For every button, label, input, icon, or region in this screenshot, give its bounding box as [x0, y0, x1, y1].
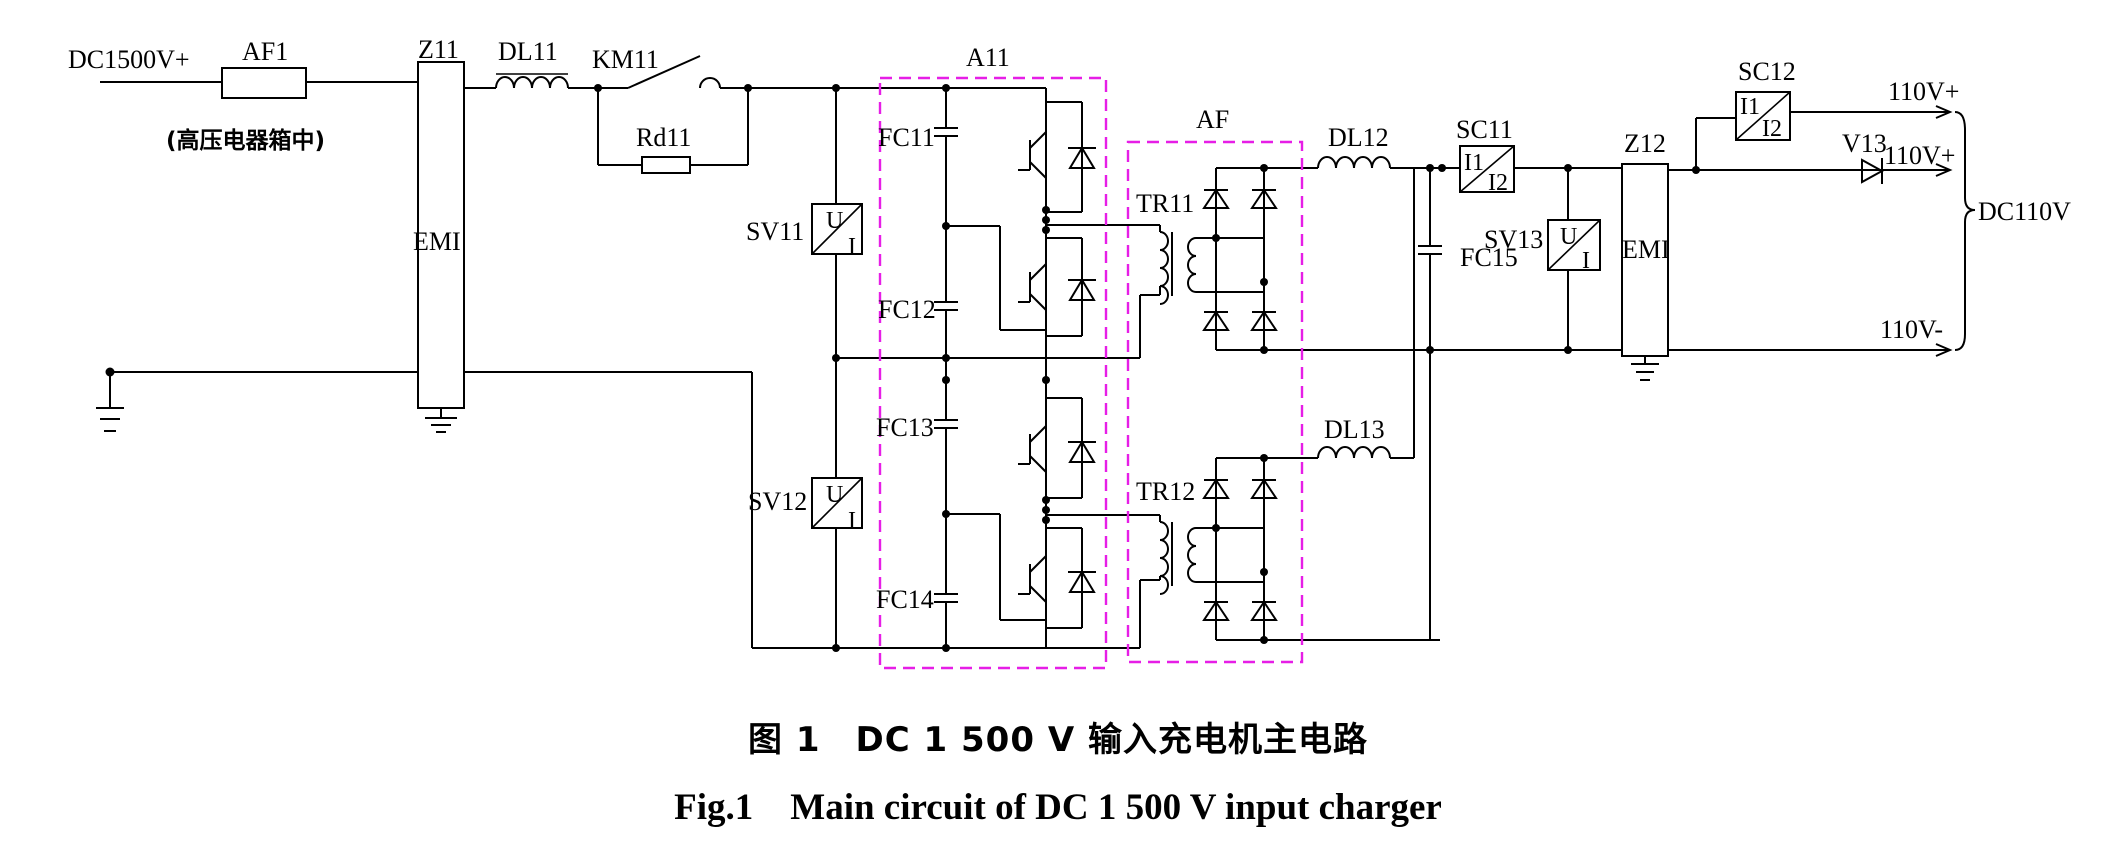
ground-icon	[96, 407, 124, 432]
label-dl12: DL12	[1328, 123, 1389, 152]
contactor-km11	[627, 55, 701, 89]
transformer-tr12	[1140, 515, 1216, 595]
label-i: I	[1582, 248, 1590, 274]
label-i1: I1	[1464, 150, 1484, 176]
figure-caption-en: Fig.1 Main circuit of DC 1 500 V input c…	[674, 787, 1442, 828]
label-fc13: FC13	[876, 413, 934, 442]
rectifier-bridge-2	[1196, 454, 1440, 644]
label-tr11: TR11	[1136, 189, 1194, 218]
label-out-plus-1: 110V+	[1888, 77, 1959, 106]
label-out-plus-2: 110V+	[1884, 141, 1955, 170]
transformer-tr11	[1140, 225, 1216, 305]
label-u: U	[826, 482, 843, 508]
igbt-2	[1018, 237, 1096, 337]
inductor-dl13	[1317, 446, 1391, 459]
label-fc12: FC12	[878, 295, 936, 324]
label-a11: A11	[966, 43, 1010, 72]
label-u: U	[826, 208, 843, 234]
label-km11: KM11	[592, 45, 659, 74]
label-z11: Z11	[418, 35, 459, 64]
resistor-rd11	[641, 156, 691, 174]
circuit-schematic: DC1500V+ AF1 (高压电器箱中) Z11 EMI DL11 KM11 …	[68, 35, 2071, 670]
inductor-dl12	[1317, 156, 1391, 169]
igbt-1	[1018, 101, 1096, 213]
label-sv13: SV13	[1484, 225, 1543, 254]
current-sensor-sc12	[1735, 91, 1791, 141]
fuse-af1	[221, 67, 307, 99]
label-emi1: EMI	[413, 227, 461, 256]
output-section	[1300, 91, 1976, 640]
igbt-4	[1018, 527, 1096, 629]
capacitor-fc14	[934, 593, 958, 603]
label-i2: I2	[1762, 116, 1782, 142]
capacitor-fc12	[934, 301, 958, 311]
group-box-a11	[878, 76, 1108, 670]
label-i: I	[848, 508, 856, 534]
sensor-sv13	[1547, 219, 1601, 271]
rectifier-bridge-1	[1196, 164, 1300, 354]
label-sv12: SV12	[748, 487, 807, 516]
label-i: I	[848, 234, 856, 260]
ground-icon	[425, 417, 457, 433]
label-emi2: EMI	[1622, 235, 1670, 264]
label-dc110v: DC110V	[1978, 197, 2071, 226]
label-af1-note: (高压电器箱中)	[166, 127, 325, 154]
label-dl13: DL13	[1324, 415, 1385, 444]
label-input: DC1500V+	[68, 45, 190, 74]
label-out-minus: 110V-	[1880, 315, 1943, 344]
label-rd11: Rd11	[636, 123, 691, 152]
label-fc11: FC11	[878, 123, 935, 152]
sensor-sv11	[811, 203, 863, 255]
label-sc12: SC12	[1738, 57, 1796, 86]
label-z12: Z12	[1624, 129, 1666, 158]
figure-caption-cn: 图 1 DC 1 500 V 输入充电机主电路	[748, 720, 1368, 760]
group-box-af	[1126, 140, 1304, 664]
label-sv11: SV11	[746, 217, 804, 246]
diode-v13	[1861, 158, 1885, 184]
capacitor-fc15	[1418, 245, 1442, 255]
inverter-a11	[934, 88, 1160, 649]
label-af1: AF1	[242, 37, 288, 66]
inductor-dl11	[495, 76, 569, 89]
label-af: AF	[1196, 105, 1229, 134]
input-section	[96, 55, 1046, 652]
label-tr12: TR12	[1136, 477, 1195, 506]
sensor-sv12	[811, 477, 863, 529]
label-dl11: DL11	[498, 37, 558, 66]
igbt-3	[1018, 397, 1096, 499]
ground-icon	[1631, 363, 1659, 381]
label-v13: V13	[1842, 129, 1887, 158]
capacitor-fc13	[934, 419, 958, 429]
label-u: U	[1560, 224, 1577, 250]
label-fc14: FC14	[876, 585, 934, 614]
label-fc15: FC15	[1460, 243, 1518, 272]
label-sc11: SC11	[1456, 115, 1513, 144]
capacitor-fc11	[934, 127, 958, 137]
label-i1: I1	[1740, 94, 1760, 120]
output-brace	[1954, 111, 1976, 351]
label-i2: I2	[1488, 170, 1508, 196]
